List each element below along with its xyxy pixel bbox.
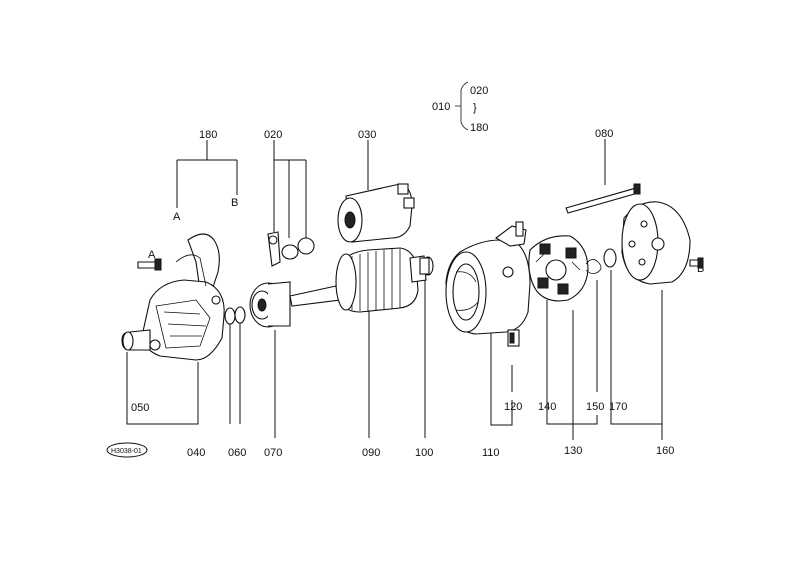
label-030: 030	[358, 129, 376, 141]
bolt-a	[137, 258, 162, 271]
leader-lines	[126, 139, 663, 440]
part-040-drive-housing	[141, 233, 225, 361]
label-170: 170	[609, 401, 627, 413]
label-140: 140	[538, 401, 556, 413]
part-020-shift-lever	[267, 231, 315, 267]
label-b-top: B	[231, 197, 238, 209]
label-020: 020	[264, 129, 282, 141]
label-090: 090	[362, 447, 380, 459]
label-100: 100	[415, 447, 433, 459]
label-010: 010	[432, 101, 450, 113]
label-150: 150	[586, 401, 604, 413]
label-160: 160	[656, 445, 674, 457]
part-100-bearing	[419, 257, 430, 275]
label-050: 050	[131, 402, 149, 414]
part-160-rear-cover	[621, 201, 691, 285]
part-130-brush-holder	[528, 235, 589, 302]
label-a-top: A	[173, 211, 181, 223]
label-120: 120	[504, 401, 522, 413]
reference-stamp: H3038-01	[106, 442, 148, 458]
bolt-b	[689, 257, 704, 269]
label-b-bolt: B	[697, 263, 704, 275]
group-key: 010 020 } 180	[432, 81, 488, 134]
part-070-overrunning-clutch	[249, 281, 291, 328]
svg-text:}: }	[473, 102, 477, 114]
label-180-key: 180	[470, 122, 488, 134]
label-180: 180	[199, 129, 217, 141]
label-040: 040	[187, 447, 205, 459]
label-110: 110	[482, 447, 500, 459]
label-070: 070	[264, 447, 282, 459]
label-080: 080	[595, 128, 613, 140]
part-080-through-bolt	[565, 183, 641, 214]
label-020-key: 020	[470, 85, 488, 97]
part-060-washer	[224, 306, 246, 325]
part-numbers: 180 020 030 080 A B A B 050 040 060 070 …	[131, 128, 704, 459]
stamp-text: H3038-01	[111, 448, 142, 455]
label-a-bolt: A	[148, 249, 156, 261]
part-110-yoke	[445, 221, 531, 335]
part-050-bushing	[121, 329, 151, 351]
part-150-brush-spring	[585, 259, 602, 274]
label-060: 060	[228, 447, 246, 459]
label-130: 130	[564, 445, 582, 457]
part-170-bushing	[603, 248, 617, 268]
part-090-armature	[289, 247, 434, 313]
part-120-brush	[507, 329, 520, 347]
part-030-solenoid	[337, 183, 415, 243]
